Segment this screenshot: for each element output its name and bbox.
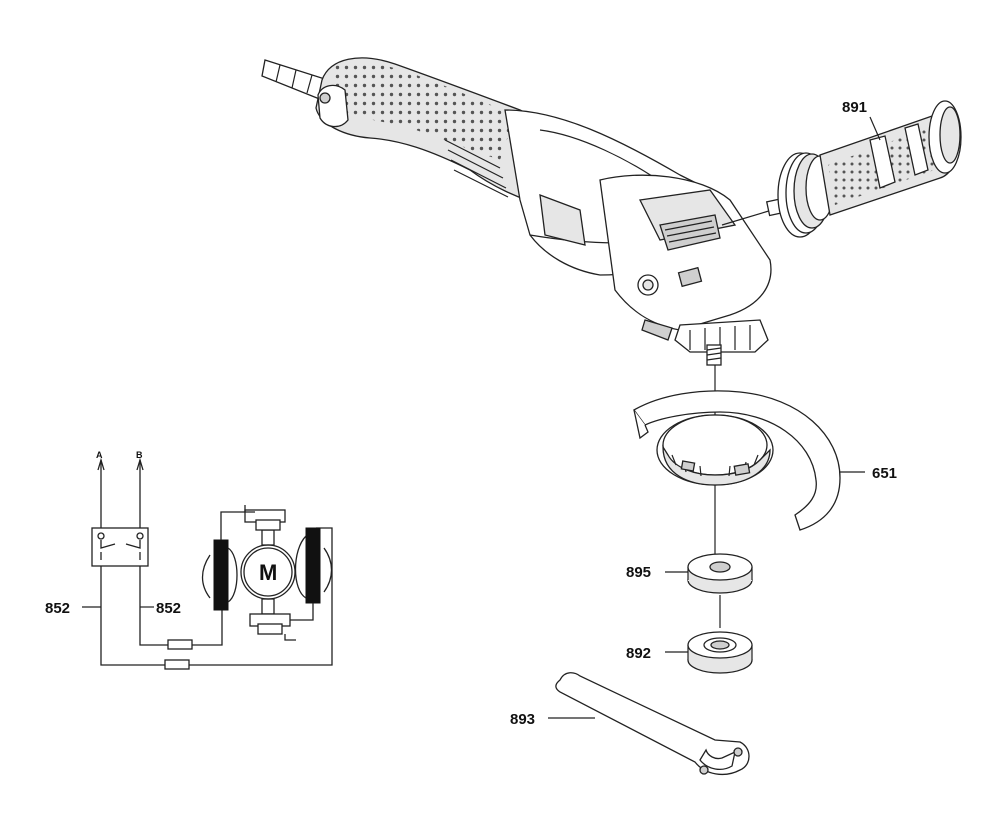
pin-wrench (548, 672, 750, 776)
part-label-893: 893 (510, 711, 535, 728)
wiring-schematic (82, 457, 333, 670)
terminal-b-label: B (136, 450, 143, 460)
inner-flange (665, 485, 753, 628)
part-label-895: 895 (626, 564, 651, 581)
part-label-651: 651 (872, 465, 897, 482)
motor-symbol-label: M (259, 560, 277, 585)
clamping-nut (665, 631, 753, 674)
wheel-guard (633, 365, 865, 531)
part-label-892: 892 (626, 645, 651, 662)
part-label-891: 891 (842, 99, 867, 116)
terminal-a-label: A (96, 450, 103, 460)
part-label-852-right: 852 (156, 600, 181, 617)
part-label-852-left: 852 (45, 600, 70, 617)
angle-grinder-body (261, 57, 772, 366)
auxiliary-handle (721, 100, 962, 238)
